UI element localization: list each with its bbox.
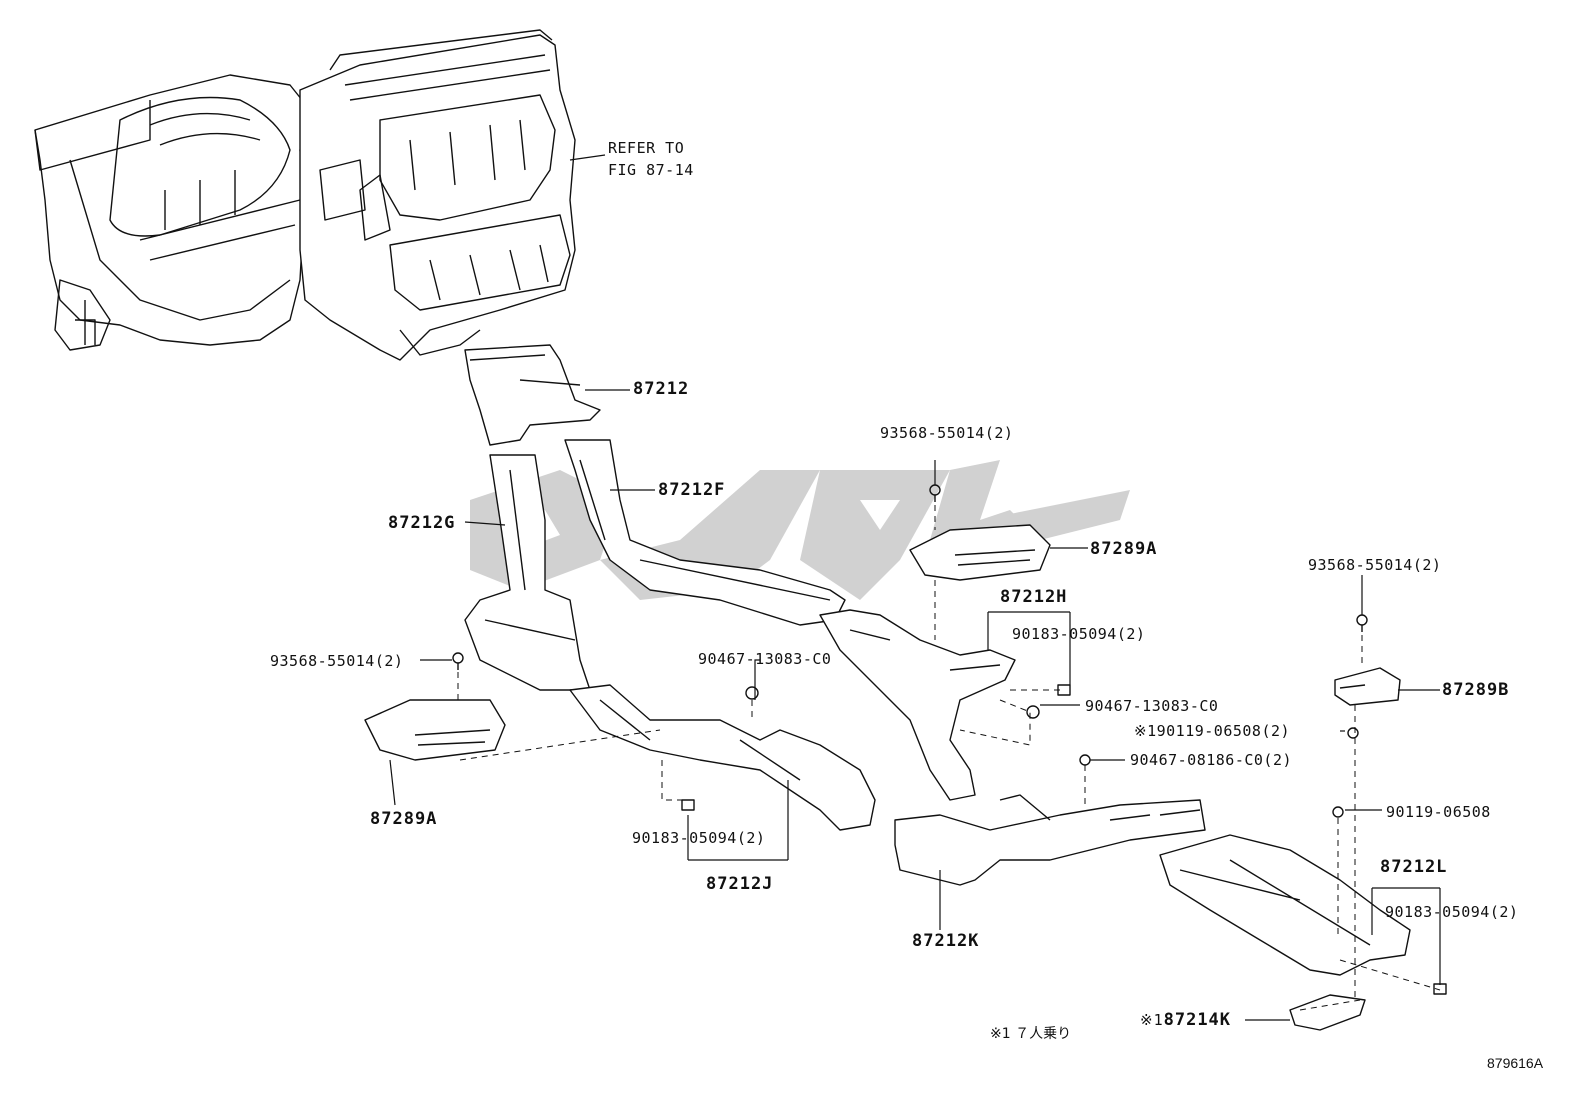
part-label-87289A-left[interactable]: 87289A <box>370 809 438 829</box>
part-label-87214K[interactable]: ※187214K <box>1140 1011 1231 1029</box>
part-label-clip-j[interactable]: 90183-05094(2) <box>632 829 766 847</box>
part-label-clip-l[interactable]: 90183-05094(2) <box>1385 903 1519 921</box>
part-label-87212H[interactable]: 87212H <box>1000 587 1068 607</box>
figure-number: 879616A <box>1487 1055 1544 1071</box>
note-mark: ※1 <box>1140 1011 1164 1029</box>
part-label-rivet-j[interactable]: 90467-13083-C0 <box>698 650 832 668</box>
part-label-87212J[interactable]: 87212J <box>706 874 774 894</box>
part-label-87212F[interactable]: 87212F <box>658 480 726 500</box>
part-label-87212K[interactable]: 87212K <box>912 931 980 951</box>
leader-lines <box>389 154 1441 1021</box>
part-label-screw-l[interactable]: 90119-06508 <box>1386 803 1491 821</box>
part-label-87289A-top[interactable]: 87289A <box>1090 539 1158 559</box>
part-label-screw-left[interactable]: 93568-55014(2) <box>270 652 404 670</box>
part-label-rivet-h[interactable]: 90467-13083-C0 <box>1085 697 1219 715</box>
line-art <box>34 29 1447 1031</box>
part-label-87212G[interactable]: 87212G <box>388 513 456 533</box>
hvac-unit-drawing <box>34 29 576 361</box>
part-label-clip-h[interactable]: 90183-05094(2) <box>1012 625 1146 643</box>
part-number: 87214K <box>1163 1010 1232 1030</box>
footnote-seating: ※1 ７人乗り <box>990 1026 1072 1042</box>
assembly-lines <box>457 505 1441 1011</box>
part-label-screw-center[interactable]: 93568-55014(2) <box>880 424 1014 442</box>
part-label-87212[interactable]: 87212 <box>633 379 690 399</box>
part-label-rivet-k[interactable]: 90467-08186-C0(2) <box>1130 751 1293 769</box>
refer-note-line1: REFER TO <box>608 139 685 157</box>
part-label-screw-right[interactable]: 93568-55014(2) <box>1308 556 1442 574</box>
part-label-87212L[interactable]: 87212L <box>1380 857 1448 877</box>
part-label-87289B[interactable]: 87289B <box>1442 680 1510 700</box>
refer-note-line2: FIG 87-14 <box>608 161 694 179</box>
part-label-screw-b[interactable]: ※190119-06508(2) <box>1134 722 1291 740</box>
